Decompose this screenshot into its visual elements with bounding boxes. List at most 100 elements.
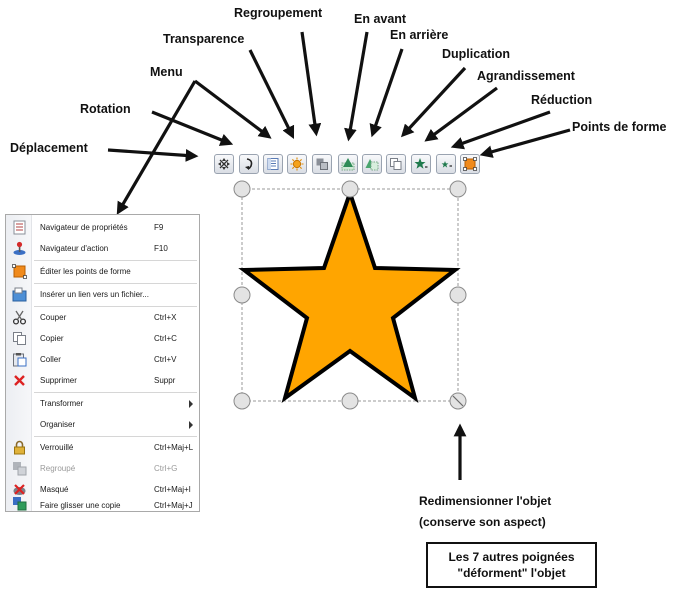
bring-forward-button[interactable] bbox=[338, 154, 358, 174]
menu-item-grouped: Regroupé Ctrl+G bbox=[6, 458, 199, 479]
group-icon bbox=[13, 462, 27, 476]
shape-points-icon bbox=[12, 264, 27, 279]
menu-label: Navigateur d'action bbox=[40, 244, 109, 253]
selection-handles bbox=[233, 180, 467, 410]
handles-note-line1: Les 7 autres poignées bbox=[448, 549, 575, 564]
shrink-button[interactable] bbox=[436, 154, 456, 174]
menu-label: Organiser bbox=[40, 420, 76, 429]
menu-separator bbox=[34, 436, 197, 437]
rotate-icon bbox=[245, 158, 253, 170]
scissors-icon bbox=[12, 310, 27, 325]
menu-label: Éditer les points de forme bbox=[40, 267, 131, 276]
file-link-icon bbox=[12, 287, 27, 302]
menu-item-transform[interactable]: Transformer bbox=[6, 393, 199, 414]
menu-shortcut: Ctrl+C bbox=[154, 334, 177, 343]
properties-icon bbox=[13, 220, 26, 235]
menu-shortcut: F10 bbox=[154, 244, 168, 253]
menu-shortcut: Ctrl+Maj+I bbox=[154, 485, 191, 494]
menu-separator bbox=[34, 260, 197, 261]
menu-label: Masqué bbox=[40, 485, 69, 494]
menu-shortcut: Ctrl+X bbox=[154, 313, 177, 322]
menu-item-insert-file-link[interactable]: Insérer un lien vers un fichier... bbox=[6, 284, 199, 305]
menu-label: Coller bbox=[40, 355, 61, 364]
label-duplication: Duplication bbox=[442, 47, 511, 61]
menu-button[interactable] bbox=[263, 154, 283, 174]
menu-label: Transformer bbox=[40, 399, 84, 408]
handles-note-box: Les 7 autres poignées "déforment" l'obje… bbox=[426, 542, 597, 588]
menu-shortcut: Ctrl+G bbox=[154, 464, 178, 473]
label-en-avant: En avant bbox=[354, 12, 407, 26]
menu-item-drag-copy[interactable]: Faire glisser une copie Ctrl+Maj+J bbox=[6, 497, 199, 511]
sun-icon bbox=[290, 157, 304, 171]
label-transparence: Transparence bbox=[163, 32, 245, 46]
handle-top-left[interactable] bbox=[233, 180, 251, 198]
menu-label: Faire glisser une copie bbox=[40, 501, 121, 510]
menu-item-action-navigator[interactable]: Navigateur d'action F10 bbox=[6, 238, 199, 259]
menu-item-paste[interactable]: Coller Ctrl+V bbox=[6, 349, 199, 370]
menu-item-locked[interactable]: Verrouillé Ctrl+Maj+L bbox=[6, 437, 199, 458]
hidden-icon bbox=[13, 484, 26, 495]
menu-item-properties-navigator[interactable]: Navigateur de propriétés F9 bbox=[6, 217, 199, 238]
handle-middle-left[interactable] bbox=[233, 286, 251, 304]
copy-icon bbox=[13, 332, 26, 345]
handles-note-line2: "déforment" l'objet bbox=[457, 566, 566, 580]
label-reduction: Réduction bbox=[531, 93, 593, 107]
menu-label: Copier bbox=[40, 334, 64, 343]
menu-label: Insérer un lien vers un fichier... bbox=[40, 290, 149, 299]
handle-middle-right[interactable] bbox=[449, 286, 467, 304]
group-icon bbox=[316, 158, 328, 170]
star-shape[interactable] bbox=[238, 186, 461, 403]
menu-shortcut: Suppr bbox=[154, 376, 176, 385]
star-minus-icon bbox=[441, 161, 452, 168]
menu-shortcut: Ctrl+Maj+J bbox=[154, 501, 193, 510]
lock-icon bbox=[14, 440, 25, 455]
duplicate-button[interactable] bbox=[386, 154, 406, 174]
menu-item-copy[interactable]: Copier Ctrl+C bbox=[6, 328, 199, 349]
handle-top-center[interactable] bbox=[341, 180, 359, 198]
enlarge-button[interactable] bbox=[411, 154, 431, 174]
menu-item-cut[interactable]: Couper Ctrl+X bbox=[6, 307, 199, 328]
menu-item-edit-shape-points[interactable]: Éditer les points de forme bbox=[6, 261, 199, 282]
menu-separator bbox=[34, 392, 197, 393]
menu-shortcut: Ctrl+V bbox=[154, 355, 177, 364]
menu-label: Couper bbox=[40, 313, 67, 322]
label-regroupement: Regroupement bbox=[234, 6, 323, 20]
joystick-icon bbox=[13, 241, 26, 255]
label-agrandissement: Agrandissement bbox=[477, 69, 575, 83]
rotate-button[interactable] bbox=[239, 154, 259, 174]
handle-bottom-right-resize[interactable] bbox=[449, 392, 467, 410]
menu-label: Regroupé bbox=[40, 464, 76, 473]
handle-bottom-left[interactable] bbox=[233, 392, 251, 410]
handle-top-right[interactable] bbox=[449, 180, 467, 198]
menu-shortcut: F9 bbox=[154, 223, 164, 232]
transparency-button[interactable] bbox=[287, 154, 307, 174]
menu-item-organize[interactable]: Organiser bbox=[6, 414, 199, 435]
handle-bottom-center[interactable] bbox=[341, 392, 359, 410]
bring-forward-icon bbox=[341, 158, 355, 171]
submenu-arrow-icon bbox=[189, 399, 193, 408]
menu-icon bbox=[267, 158, 279, 170]
menu-separator bbox=[34, 306, 197, 307]
label-points-de-forme: Points de forme bbox=[572, 120, 667, 134]
resize-note-line1: Redimensionner l'objet bbox=[419, 494, 552, 508]
context-menu: Navigateur de propriétés F9 Navigateur d… bbox=[5, 214, 200, 512]
send-backward-button[interactable] bbox=[362, 154, 382, 174]
move-button[interactable] bbox=[214, 154, 234, 174]
menu-shortcut: Ctrl+Maj+L bbox=[154, 443, 194, 452]
star-plus-icon bbox=[414, 158, 428, 169]
delete-icon bbox=[14, 375, 25, 386]
group-button[interactable] bbox=[312, 154, 332, 174]
menu-item-delete[interactable]: Supprimer Suppr bbox=[6, 370, 199, 391]
resize-note-line2: (conserve son aspect) bbox=[419, 515, 546, 529]
menu-label: Navigateur de propriétés bbox=[40, 223, 128, 232]
menu-label: Supprimer bbox=[40, 376, 77, 385]
label-en-arriere: En arrière bbox=[390, 28, 449, 42]
move-arrows-icon bbox=[218, 158, 230, 170]
menu-separator bbox=[34, 283, 197, 284]
paste-icon bbox=[13, 353, 27, 367]
label-menu: Menu bbox=[150, 65, 183, 79]
menu-item-hidden[interactable]: Masqué Ctrl+Maj+I bbox=[6, 479, 199, 500]
shape-points-button[interactable] bbox=[460, 154, 480, 174]
send-backward-icon bbox=[365, 159, 379, 171]
